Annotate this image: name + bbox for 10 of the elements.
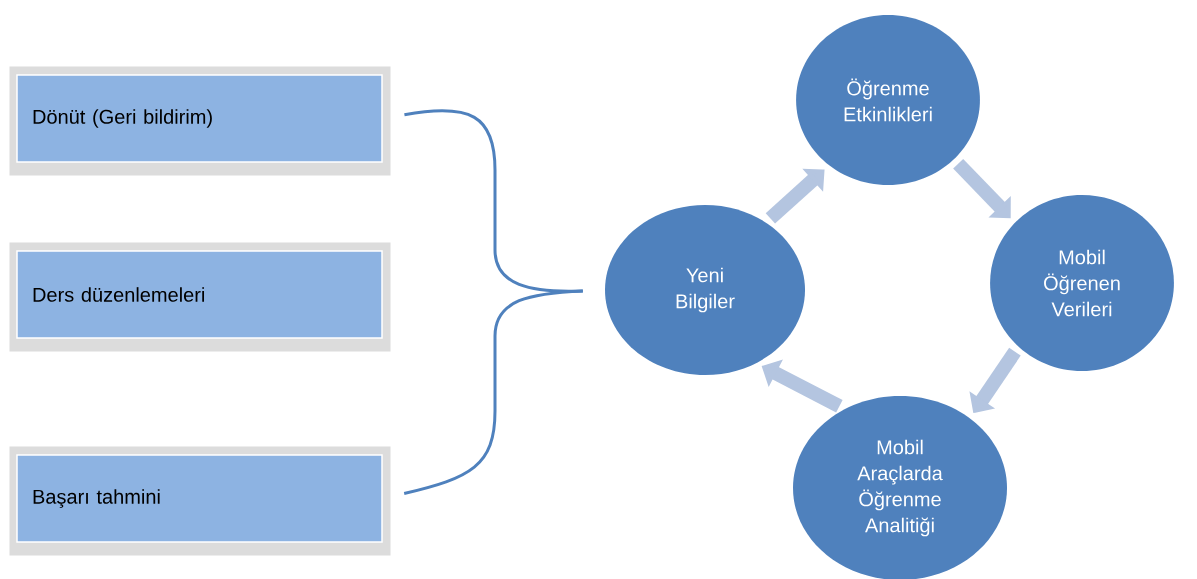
block-arrow [953,158,1011,219]
circle-node: Öğrenme Etkinlikleri [796,15,980,185]
circle-node: Yeni Bilgiler [605,205,805,375]
brace-line [403,289,583,495]
text-box: Dönüt (Geri bildirim) [9,66,391,176]
block-arrow [765,168,825,224]
brace-line [404,109,583,293]
circle-node: Mobil Öğrenen Verileri [990,195,1174,371]
text-box: Başarı tahmini [9,446,391,556]
text-box: Ders düzenlemeleri [9,242,391,352]
